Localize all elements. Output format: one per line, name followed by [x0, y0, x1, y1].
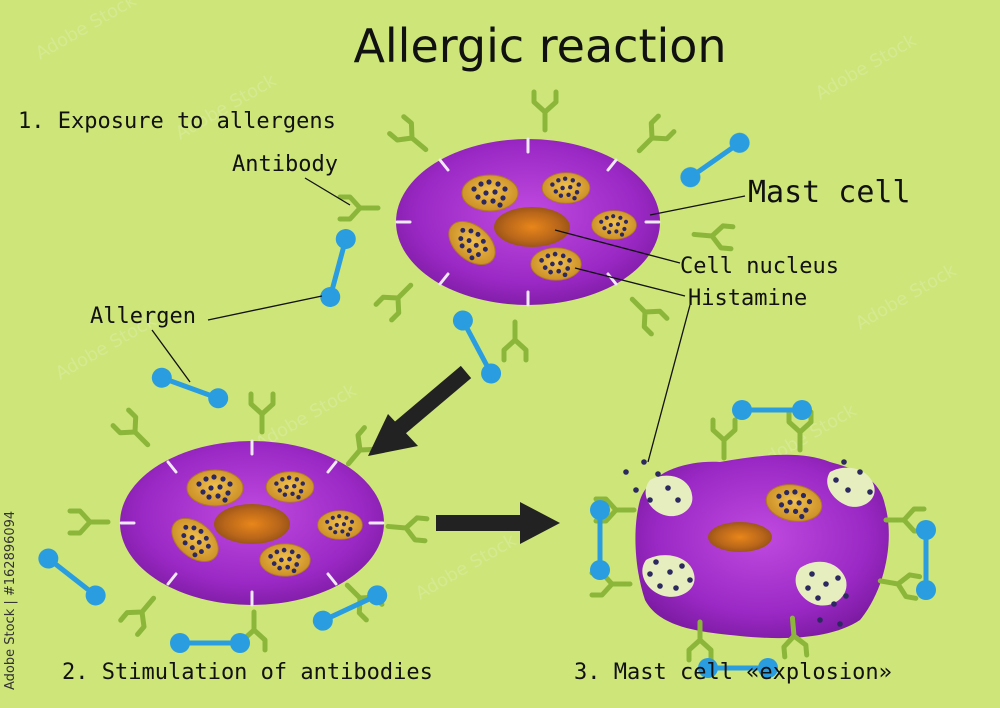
stock-watermark-text: Adobe Stock | #162896094 — [3, 511, 18, 690]
step-1-label: 1. Exposure to allergens — [18, 109, 336, 134]
step-3-label: 3. Mast cell «explosion» — [574, 660, 892, 685]
histamine-leader-line-2 — [647, 304, 691, 463]
mast-cell-1 — [395, 137, 661, 307]
svg-text:Adobe Stock: Adobe Stock — [412, 530, 520, 605]
cell-nucleus-label: Cell nucleus — [680, 254, 839, 279]
mast-cell-3 — [623, 454, 889, 639]
svg-text:Adobe Stock: Adobe Stock — [32, 0, 140, 64]
histamine-release — [623, 459, 873, 627]
cell-nucleus-1 — [494, 207, 570, 247]
allergen-label: Allergen — [90, 304, 196, 329]
svg-text:Adobe Stock: Adobe Stock — [812, 30, 920, 105]
mast-cell-leader-line — [649, 195, 746, 216]
antibody-leader-line — [304, 177, 351, 206]
histamine-leader-line — [574, 267, 686, 297]
allergen-leader-line-2 — [151, 329, 191, 383]
mast-cell-label: Mast cell — [748, 175, 911, 210]
cell-nucleus-3 — [708, 522, 772, 552]
step-2-label: 2. Stimulation of antibodies — [62, 660, 433, 685]
diagram-title: Allergic reaction — [353, 19, 726, 73]
histamine-label: Histamine — [688, 286, 807, 311]
svg-text:Adobe Stock: Adobe Stock — [852, 260, 960, 335]
allergen-leader-line — [207, 295, 323, 321]
cell-nucleus-2 — [214, 504, 290, 544]
nucleus-leader-line — [554, 229, 681, 264]
mast-cell-2 — [119, 439, 385, 607]
antibody-label: Antibody — [232, 152, 338, 177]
arrow-step2-to-step3 — [436, 502, 560, 544]
arrow-step1-to-step2 — [368, 365, 472, 456]
